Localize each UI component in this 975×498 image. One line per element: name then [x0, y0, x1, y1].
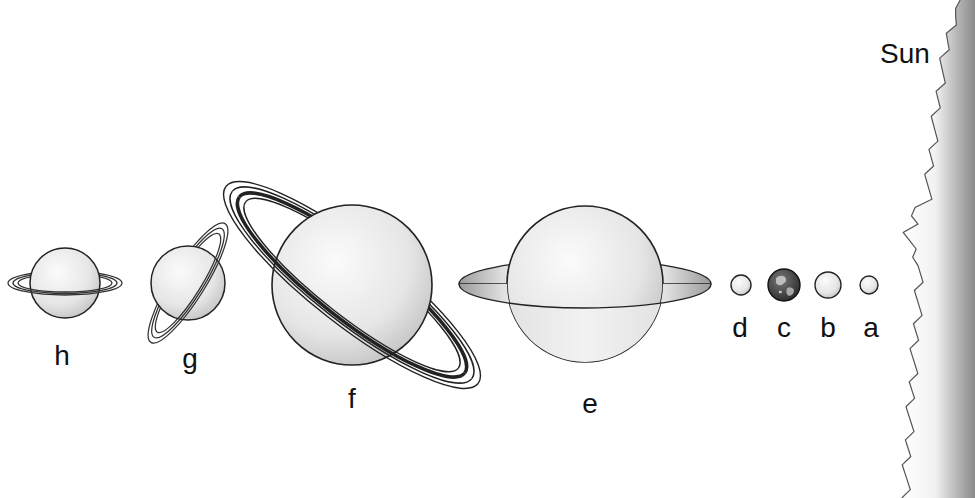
ring: [157, 234, 229, 339]
ring: [154, 229, 235, 345]
sun-label: Sun: [880, 40, 930, 68]
ring: [218, 197, 464, 400]
ring: [226, 155, 503, 384]
planet-body: [30, 248, 100, 318]
ring-front: [459, 284, 711, 362]
continent: [776, 276, 786, 286]
planet-h: [8, 248, 122, 318]
ring-edge: [459, 284, 711, 308]
planet-b: [815, 272, 841, 298]
ring: [209, 191, 471, 407]
ring: [13, 283, 117, 294]
planet-g: [136, 215, 239, 352]
sun-limb: [902, 0, 960, 498]
ring: [232, 162, 494, 378]
planet-label: f: [348, 385, 356, 413]
planet-label: b: [820, 314, 836, 342]
planet-label: d: [732, 314, 748, 342]
planet-f: [201, 155, 502, 415]
planet-e: [459, 206, 711, 362]
ring: [227, 202, 459, 393]
planet-label: c: [777, 314, 791, 342]
ring-front: [8, 283, 122, 295]
planet-c: [768, 269, 800, 301]
ring-back: [136, 215, 225, 343]
planet-label: e: [582, 390, 598, 418]
ring: [136, 215, 225, 343]
planet-a: [860, 276, 878, 294]
continent: [779, 291, 782, 294]
continent: [786, 287, 794, 296]
ring: [151, 224, 240, 352]
ring: [201, 186, 478, 415]
planet-label: a: [863, 314, 879, 342]
ring: [18, 283, 112, 292]
ring-front: [151, 224, 240, 352]
sun: [902, 0, 975, 498]
planet-label: g: [182, 345, 198, 373]
planet-label: h: [54, 342, 70, 370]
sun-surface: [902, 0, 975, 498]
ring-front: [201, 186, 478, 415]
planet-body: [768, 269, 800, 301]
planet-body: [272, 205, 432, 365]
ring-back: [226, 155, 503, 384]
ring: [8, 283, 122, 295]
planet-d: [731, 275, 751, 295]
ring: [246, 177, 478, 368]
